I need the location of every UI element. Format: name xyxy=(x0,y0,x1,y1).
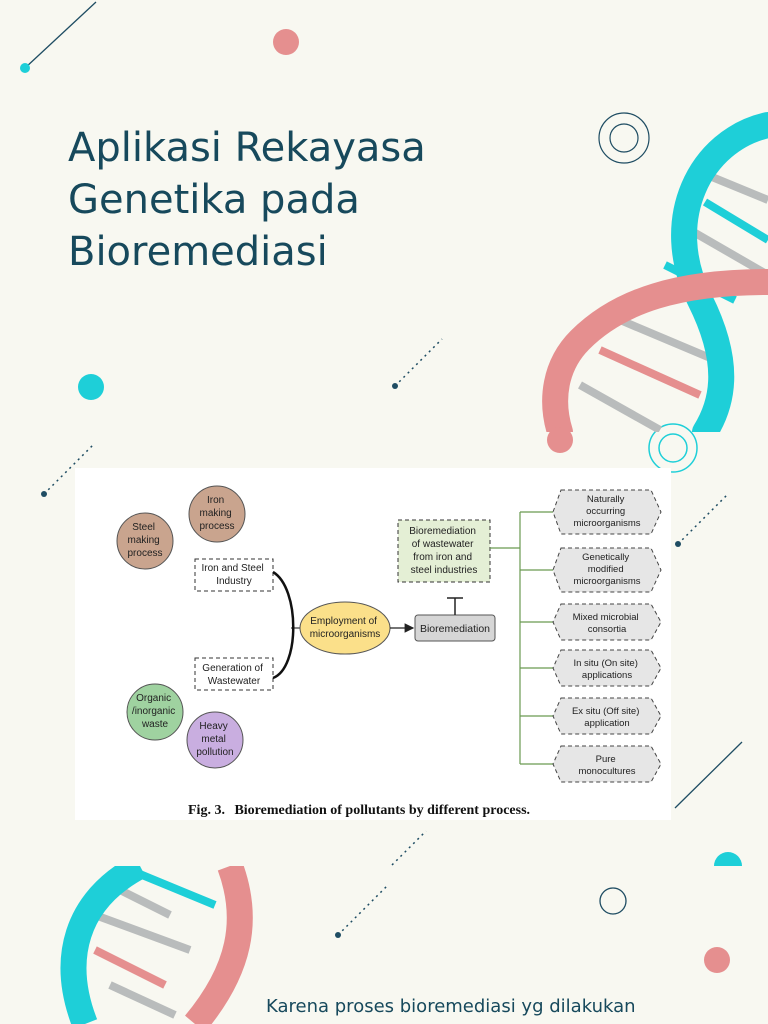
node-bioremediation-label: Bioremediation xyxy=(420,623,490,635)
node-bioremediation-wastewater xyxy=(397,519,491,583)
decor-circle-pink xyxy=(273,29,299,55)
decor-dotted-line-bottom2 xyxy=(337,884,389,936)
decor-ring-bottom xyxy=(599,887,627,915)
node-employment-label: Employment of microorganisms xyxy=(310,616,381,640)
node-heavy-metal-label: Heavy metal pollution xyxy=(196,721,233,758)
outcome-mixed-consortia: Mixed microbial consortia xyxy=(552,603,662,641)
tree-branches xyxy=(520,511,553,765)
decor-circle-pink-bottom xyxy=(704,947,730,973)
title-line-3: Bioremediasi xyxy=(68,229,328,275)
node-iron-steel-industry-label: Iron and Steel Industry xyxy=(201,563,266,587)
slide-title: Aplikasi Rekayasa Genetika pada Bioremed… xyxy=(68,122,508,278)
decor-dot-left xyxy=(41,491,47,497)
node-heavy-metal xyxy=(186,711,244,769)
outcome-pure-monocultures: Pure monocultures xyxy=(552,745,662,783)
decor-circle-teal xyxy=(78,374,104,400)
node-organic-waste xyxy=(126,683,184,741)
svg-text:Mixed microbial consor: Mixed microbial consortia xyxy=(573,612,642,635)
figure-panel: Steel making process Iron making process… xyxy=(75,468,671,820)
node-generation-wastewater-label: Generation of Wastewater xyxy=(202,663,265,687)
node-steel-making xyxy=(116,512,174,570)
figure-caption: Fig. 3. Bioremediation of pollutants by … xyxy=(188,803,530,818)
decor-ring-teal xyxy=(648,423,698,473)
slide-body-text: Karena proses bioremediasi yg dilakukan xyxy=(266,996,636,1017)
decor-dot-bottom xyxy=(335,932,341,938)
node-iron-making xyxy=(188,485,246,543)
node-organic-waste-label: Organic /inorganic waste xyxy=(132,693,178,730)
decor-dotted-line-right xyxy=(677,493,729,545)
decor-line-right xyxy=(674,741,743,809)
connector-bracket xyxy=(272,570,295,680)
node-iron-steel-industry xyxy=(194,558,274,592)
node-employment xyxy=(299,601,391,655)
svg-text:In situ (On site) appl: In situ (On site) applications xyxy=(573,658,640,681)
dna-helix-top-icon xyxy=(542,112,768,453)
decor-dotted-line-bottom xyxy=(391,830,427,866)
decor-dot-small xyxy=(392,383,398,389)
title-line-1: Aplikasi Rekayasa xyxy=(68,125,426,171)
node-bioremediation-wastewater-label: Bioremediation of wastewater from iron a… xyxy=(409,526,479,576)
decor-ring-inner xyxy=(609,123,639,153)
outcome-in-situ: In situ (On site) applications xyxy=(552,649,662,687)
decor-dotted-line xyxy=(394,338,443,387)
figure-caption-label: Fig. 3. xyxy=(188,803,225,818)
outcome-ex-situ: Ex situ (Off site) application xyxy=(552,697,662,735)
decor-dot xyxy=(20,63,30,73)
decor-half-circle xyxy=(714,852,742,866)
svg-text:Pure monocultures: Pure monocultures xyxy=(578,754,635,777)
bioremediation-diagram: Steel making process Iron making process… xyxy=(116,485,662,818)
decor-line xyxy=(24,1,97,69)
decor-dot-right xyxy=(675,541,681,547)
svg-text:Ex situ (Off site) app: Ex situ (Off site) application xyxy=(572,706,642,729)
outcome-genetically-modified: Genetically modified microorganisms xyxy=(552,547,662,593)
decor-ring xyxy=(598,112,650,164)
decor-ring-teal-inner xyxy=(658,433,688,463)
outcome-naturally-occurring: Naturally occurring microorganisms xyxy=(552,489,662,535)
svg-text:Naturally occurring: Naturally occurring microorganisms xyxy=(573,494,640,529)
node-steel-making-label: Steel making process xyxy=(127,522,162,559)
svg-text:Genetically modified: Genetically modified microorganisms xyxy=(573,552,640,587)
dna-helix-bottom-icon xyxy=(60,866,253,1024)
node-iron-making-label: Iron making process xyxy=(199,495,234,532)
title-line-2: Genetika pada xyxy=(68,177,360,223)
node-generation-wastewater xyxy=(194,657,274,691)
figure-caption-text: Bioremediation of pollutants by differen… xyxy=(234,803,530,818)
